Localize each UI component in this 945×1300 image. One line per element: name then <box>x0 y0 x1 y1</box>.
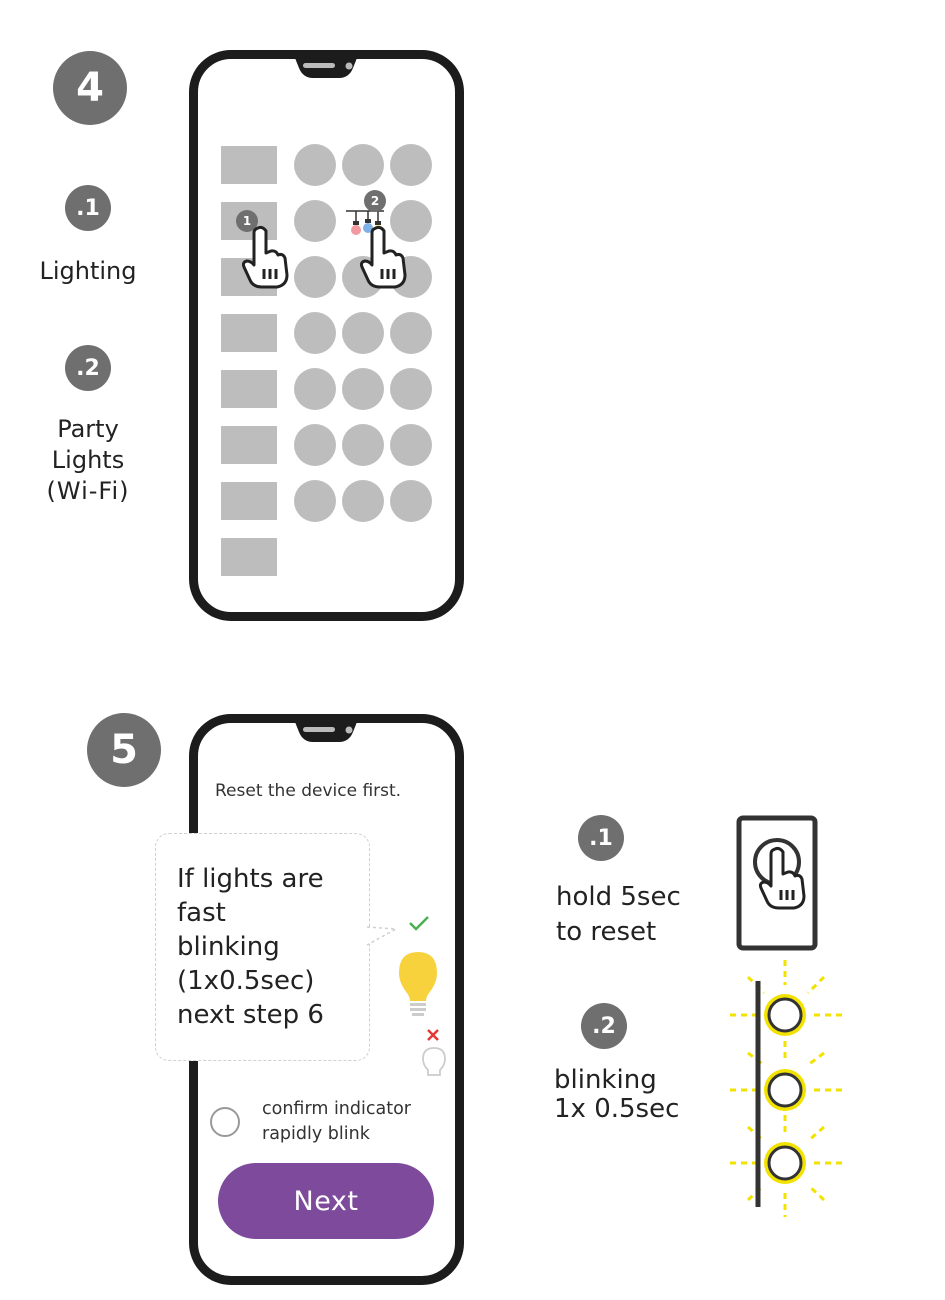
device-tile[interactable] <box>221 538 277 576</box>
phone-notch <box>275 714 377 742</box>
device-dot[interactable] <box>390 480 432 522</box>
device-dot[interactable] <box>390 424 432 466</box>
step-5-1-badge: .1 <box>578 815 624 861</box>
bulb-on-icon <box>399 952 437 1016</box>
check-icon <box>409 916 429 931</box>
tap-marker-2: 2 <box>364 190 386 212</box>
confirm-label: confirm indicator rapidly blink <box>262 1099 411 1144</box>
confirm-radio[interactable] <box>210 1107 240 1137</box>
reset-switch-icon <box>736 815 818 951</box>
tap-hand-icon <box>241 225 289 289</box>
device-dot[interactable] <box>342 424 384 466</box>
device-dot[interactable] <box>342 144 384 186</box>
phone-device-list: 1 2 <box>189 50 464 621</box>
device-dot[interactable] <box>390 200 432 242</box>
step-4-1-badge: .1 <box>65 185 111 231</box>
bulb-off-icon <box>422 1047 446 1076</box>
reset-title: Reset the device first. <box>215 781 402 801</box>
step-5-badge: 5 <box>87 713 161 787</box>
device-dot[interactable] <box>294 424 336 466</box>
device-tile[interactable] <box>221 370 277 408</box>
device-dot[interactable] <box>294 144 336 186</box>
device-dot[interactable] <box>294 312 336 354</box>
phone-notch <box>275 50 377 78</box>
device-dot[interactable] <box>294 200 336 242</box>
device-tile[interactable] <box>221 314 277 352</box>
step-4-2-badge: .2 <box>65 345 111 391</box>
device-dot[interactable] <box>294 256 336 298</box>
device-tile[interactable] <box>221 482 277 520</box>
hold-reset-label: hold 5sec to reset <box>556 882 681 947</box>
blinking-label: blinking 1x 0.5sec <box>554 1065 680 1124</box>
device-dot[interactable] <box>342 312 384 354</box>
device-dot[interactable] <box>294 480 336 522</box>
device-dot[interactable] <box>390 368 432 410</box>
blinking-lights-icon <box>730 960 844 1217</box>
device-dot[interactable] <box>294 368 336 410</box>
tap-marker-1: 1 <box>236 210 258 232</box>
bubble-text: If lights are fast blinking (1x0.5sec) n… <box>177 864 324 1030</box>
device-tile[interactable] <box>221 426 277 464</box>
next-button[interactable]: Next <box>218 1163 434 1239</box>
device-dot[interactable] <box>342 480 384 522</box>
cross-icon <box>427 1029 439 1041</box>
tap-hand-icon <box>359 225 407 289</box>
step-4-badge: 4 <box>53 51 127 125</box>
bubble-pointer <box>366 926 399 946</box>
device-dot[interactable] <box>390 312 432 354</box>
device-dot[interactable] <box>390 144 432 186</box>
party-lights-label: Party Lights (Wi-Fi) <box>46 415 130 505</box>
device-tile[interactable] <box>221 146 277 184</box>
lighting-label: Lighting <box>39 257 137 285</box>
step-5-2-badge: .2 <box>581 1003 627 1049</box>
instruction-bubble: If lights are fast blinking (1x0.5sec) n… <box>155 833 370 1061</box>
device-dot[interactable] <box>342 368 384 410</box>
